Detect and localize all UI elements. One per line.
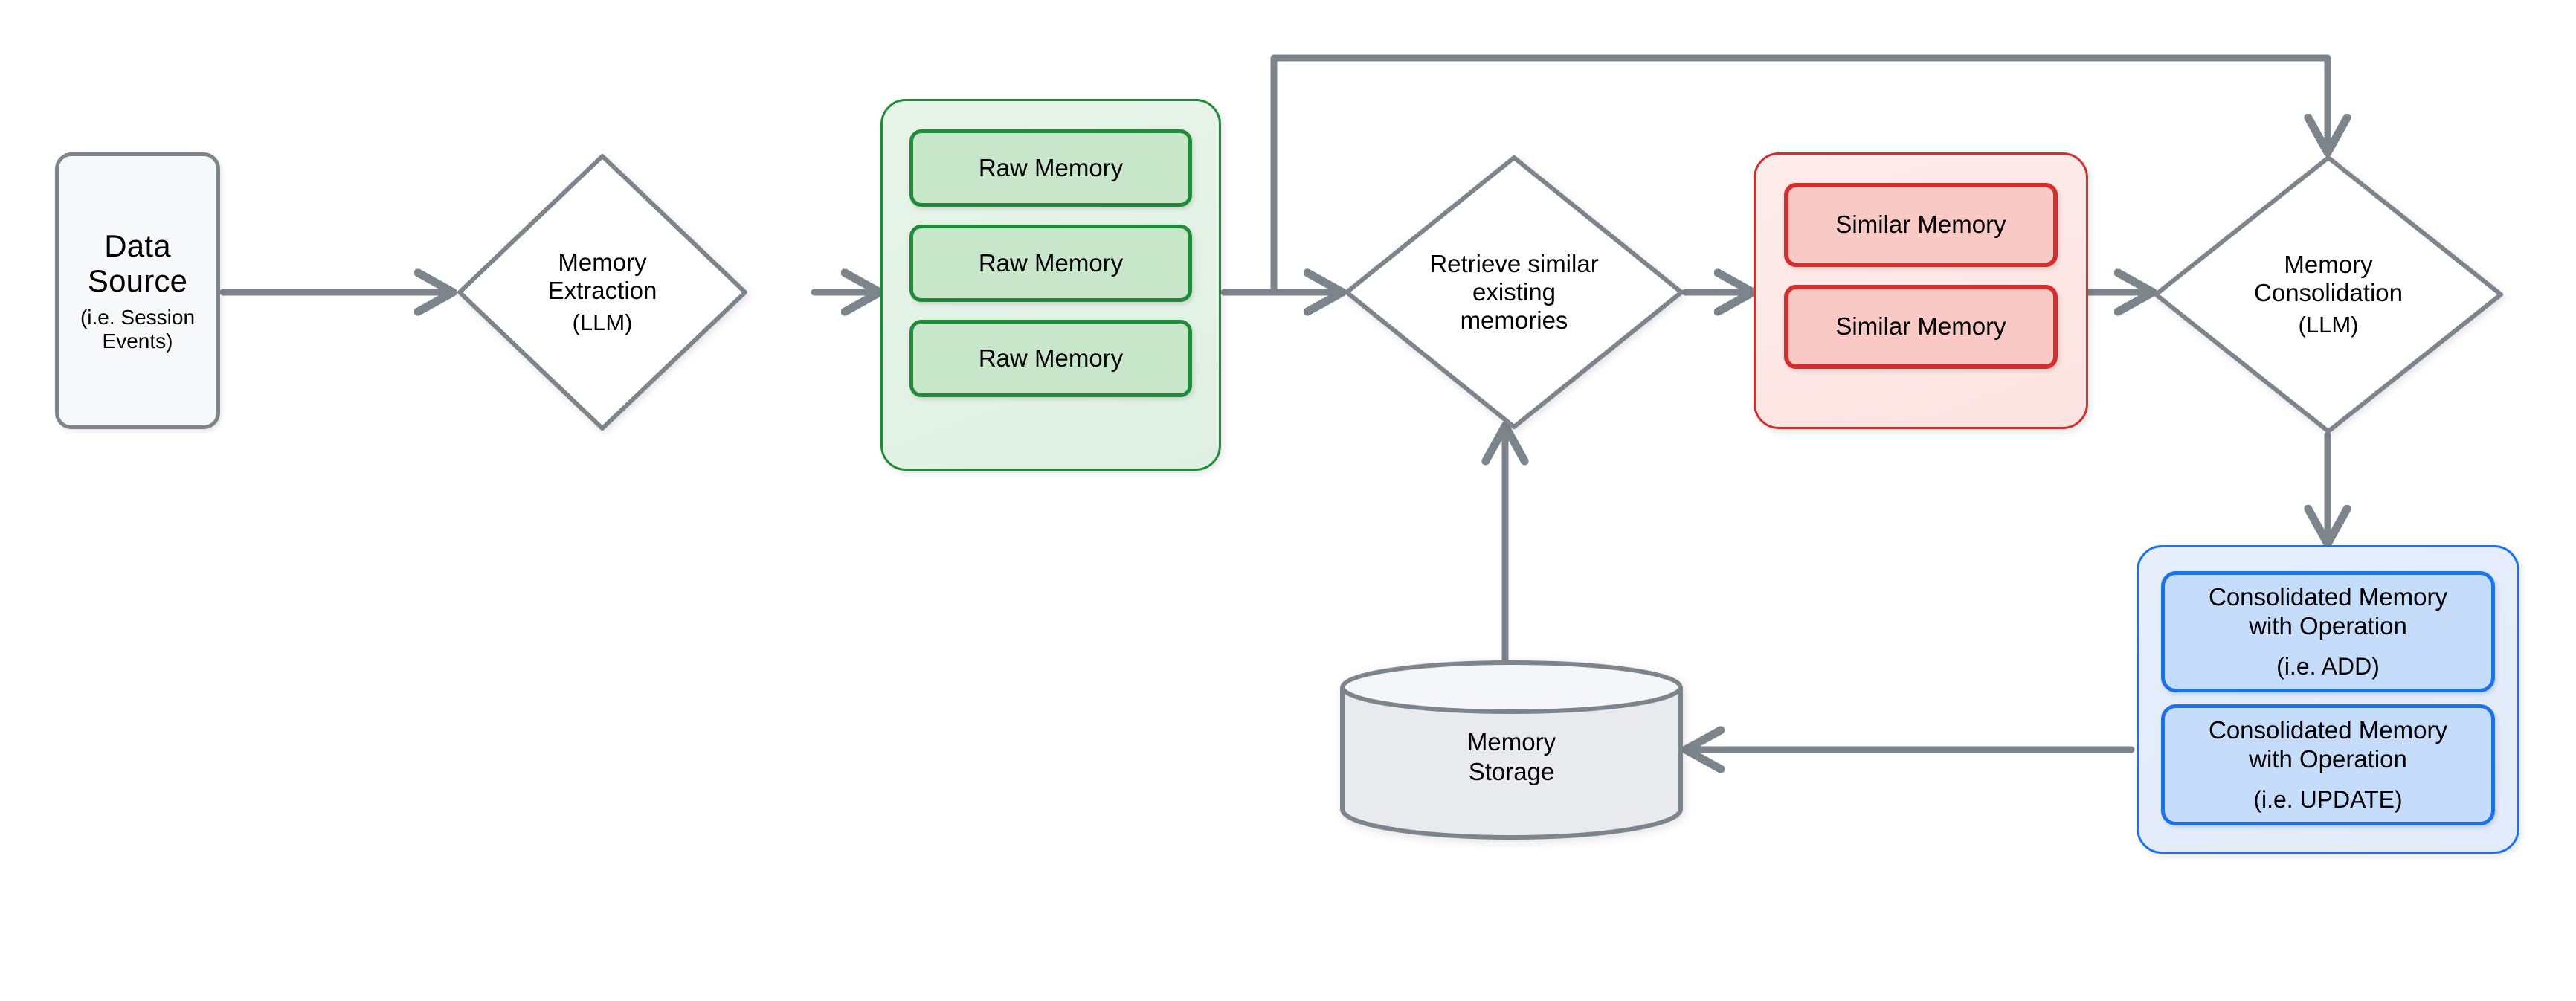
node-data-source[interactable]: Data Source (i.e. Session Events) (55, 152, 220, 429)
consolidated-memory-update-line2: with Operation (2249, 745, 2407, 773)
memory-extraction-shape (454, 150, 751, 434)
node-memory-storage[interactable]: Memory Storage (1339, 659, 1684, 840)
memory-consolidation-shape (2151, 152, 2506, 437)
similar-memory-label: Similar Memory (1835, 210, 2006, 239)
retrieve-line1: Retrieve similar (1429, 249, 1599, 277)
retrieve-line3: memories (1460, 306, 1568, 335)
group-raw-memories: Raw Memory Raw Memory Raw Memory (880, 99, 1221, 471)
memory-storage-shape (1340, 660, 1683, 840)
group-similar-memories: Similar Memory Similar Memory (1754, 152, 2088, 429)
node-retrieve-similar-memories[interactable]: Retrieve similar existing memories (1342, 152, 1687, 432)
consolidated-memory-add-line2: with Operation (2249, 612, 2407, 640)
memory-consolidation-line2: Consolidation (2254, 279, 2403, 307)
memory-extraction-line2: Extraction (547, 277, 657, 305)
card-raw-memory[interactable]: Raw Memory (909, 320, 1192, 397)
card-similar-memory[interactable]: Similar Memory (1784, 285, 2058, 369)
data-source-title: Data Source (87, 228, 188, 298)
consolidated-memory-add-subtitle: (i.e. ADD) (2276, 653, 2380, 680)
memory-storage-line1: Memory (1466, 728, 1556, 756)
card-raw-memory[interactable]: Raw Memory (909, 129, 1192, 207)
memory-consolidation-subtitle: (LLM) (2298, 312, 2359, 338)
card-consolidated-memory-add[interactable]: Consolidated Memory with Operation (i.e.… (2161, 571, 2495, 692)
memory-consolidation-label: Memory Consolidation (LLM) (2247, 251, 2410, 338)
memory-extraction-subtitle: (LLM) (572, 309, 633, 336)
memory-storage-line2: Storage (1468, 757, 1555, 785)
node-memory-extraction[interactable]: Memory Extraction (LLM) (454, 150, 751, 434)
raw-memory-label: Raw Memory (978, 153, 1124, 181)
consolidated-memory-update-subtitle: (i.e. UPDATE) (2253, 786, 2403, 814)
raw-memory-label: Raw Memory (978, 248, 1124, 277)
consolidated-memory-add-line1: Consolidated Memory (2209, 583, 2447, 611)
similar-memory-label: Similar Memory (1835, 312, 2006, 341)
raw-memory-label: Raw Memory (978, 344, 1124, 372)
consolidated-memory-update-line1: Consolidated Memory (2209, 716, 2447, 744)
retrieve-label: Retrieve similar existing memories (1422, 250, 1606, 335)
node-memory-consolidation[interactable]: Memory Consolidation (LLM) (2151, 152, 2506, 437)
card-raw-memory[interactable]: Raw Memory (909, 225, 1192, 302)
card-consolidated-memory-update[interactable]: Consolidated Memory with Operation (i.e.… (2161, 704, 2495, 825)
memory-storage-label: Memory Storage (1339, 727, 1684, 786)
memory-consolidation-line1: Memory (2284, 250, 2373, 278)
data-source-subtitle: (i.e. Session Events) (80, 305, 196, 353)
card-similar-memory[interactable]: Similar Memory (1784, 183, 2058, 267)
retrieve-shape (1342, 152, 1687, 432)
retrieve-line2: existing (1472, 277, 1556, 306)
memory-extraction-line1: Memory (558, 248, 647, 276)
group-consolidated-memories: Consolidated Memory with Operation (i.e.… (2137, 545, 2519, 854)
memory-extraction-label: Memory Extraction (LLM) (541, 248, 665, 336)
